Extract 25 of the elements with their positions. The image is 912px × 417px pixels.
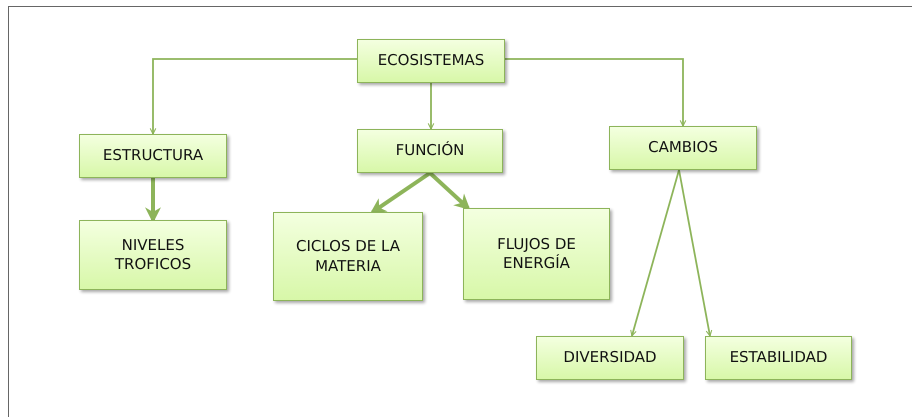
node-text: DIVERSIDAD — [563, 348, 657, 368]
arrow — [428, 172, 470, 210]
arrow — [428, 83, 434, 130]
concept-box — [79, 220, 227, 290]
concept-box — [609, 126, 757, 170]
arrow — [150, 58, 357, 135]
concept-box — [273, 212, 423, 301]
node-text: ESTRUCTURA — [102, 146, 204, 166]
concept-box — [705, 336, 852, 380]
concept-box — [357, 39, 505, 83]
concept-box — [357, 129, 503, 173]
arrow — [505, 58, 686, 127]
arrow — [630, 170, 680, 337]
node-text: CAMBIOS — [648, 138, 718, 158]
node-text: FLUJOS DE ENERGÍA — [496, 234, 577, 274]
node-text: ESTABILIDAD — [730, 348, 828, 368]
concept-box — [79, 134, 227, 178]
arrow — [678, 170, 712, 337]
node-text: CICLOS DE LA MATERIA — [294, 237, 402, 276]
node-text: NIVELES TROFICOS — [114, 236, 192, 274]
node-text: FUNCIÓN — [396, 141, 464, 161]
concept-box — [463, 208, 610, 300]
arrow — [370, 171, 432, 214]
concept-box — [536, 336, 684, 380]
node-text: ECOSISTEMAS — [378, 51, 484, 71]
